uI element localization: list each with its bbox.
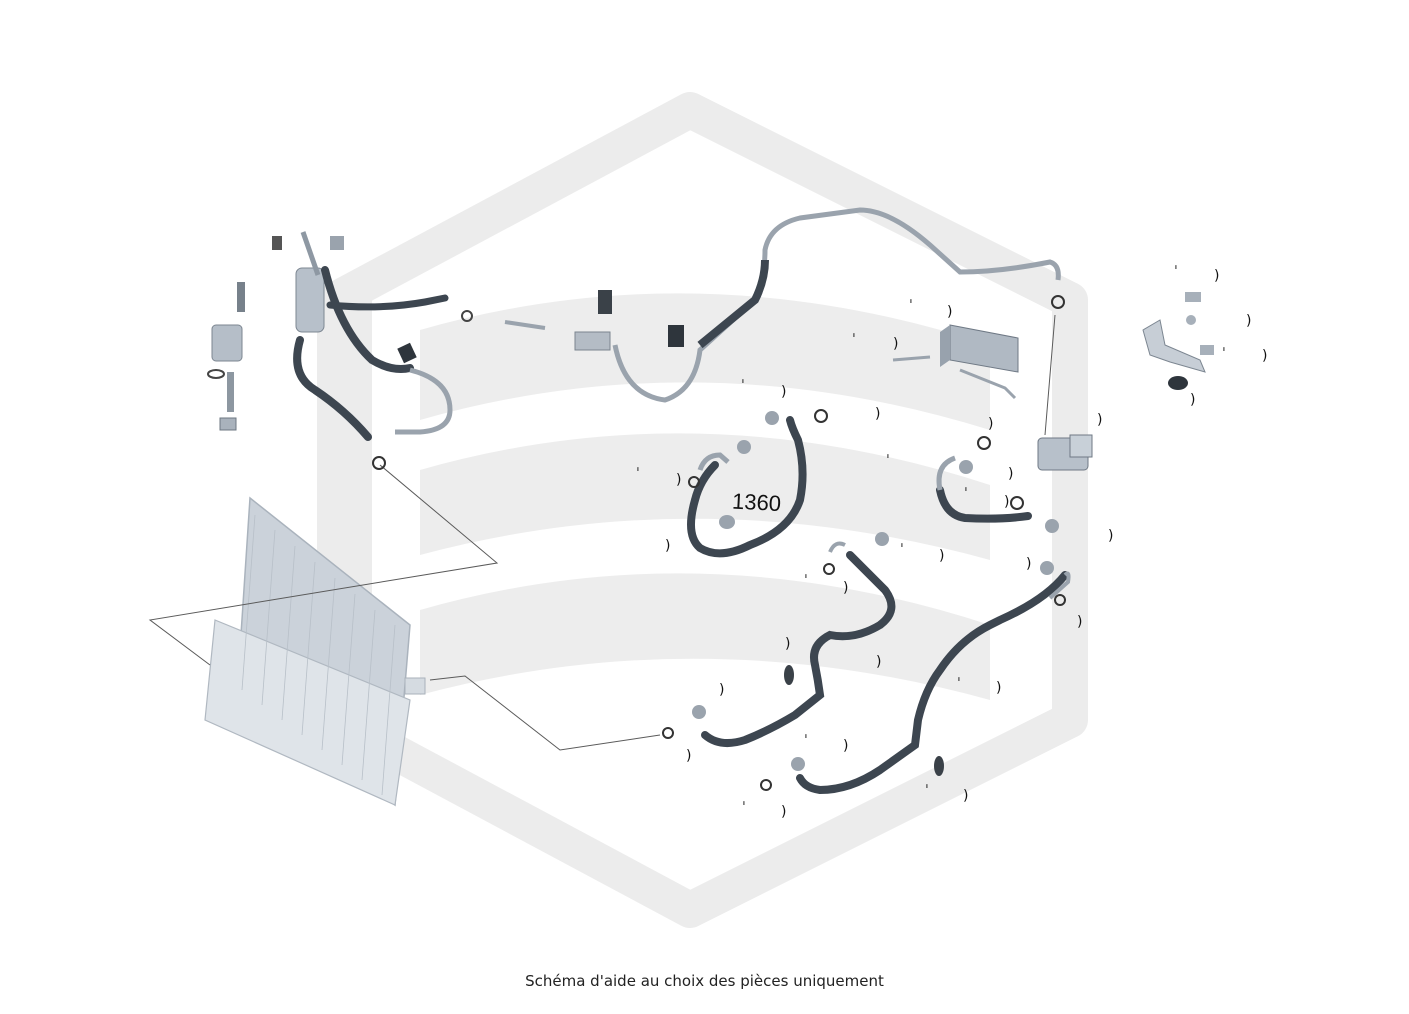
svg-text:): ) [1097,412,1102,428]
svg-text:): ) [963,788,968,804]
lower-left-hose [662,532,896,748]
svg-text:): ) [988,416,993,432]
svg-text:): ) [1004,494,1009,510]
oil-cooler [892,324,1019,400]
svg-text:): ) [1246,313,1251,329]
reference-marks: ˈ) ˈ) ˈ) )ˈ) ˈ) )) )) ˈ) ˈ) ˈ) )) ˈ) )ˈ … [636,264,1267,820]
svg-text:ˈ: ˈ [852,332,856,348]
svg-text:ˈ: ˈ [804,573,808,589]
svg-text:): ) [893,336,898,352]
svg-text:ˈ: ˈ [742,800,746,816]
svg-text:): ) [876,654,881,670]
svg-text:): ) [665,538,670,554]
svg-text:): ) [1108,528,1113,544]
svg-text:): ) [1026,556,1031,572]
bracket-bolts [207,282,386,470]
svg-text:): ) [996,680,1001,696]
accumulator-assembly [272,231,473,441]
svg-text:): ) [1077,614,1082,630]
svg-text:): ) [947,304,952,320]
svg-text:ˈ: ˈ [957,676,961,692]
svg-text:ˈ: ˈ [804,733,808,749]
svg-text:): ) [686,748,691,764]
svg-text:): ) [676,472,681,488]
upper-pipe [504,207,1065,403]
svg-text:ˈ: ˈ [964,486,968,502]
svg-text:): ) [781,384,786,400]
watermark-logo [317,92,1088,928]
svg-text:ˈ: ˈ [741,378,745,394]
right-bracket [1142,292,1214,390]
callout-label: 1360 [732,489,782,517]
svg-text:): ) [843,580,848,596]
condenser [204,496,426,807]
svg-text:ˈ: ˈ [900,542,904,558]
svg-text:): ) [781,804,786,820]
svg-text:ˈ: ˈ [1222,346,1226,362]
leader-lines [148,314,1056,751]
svg-text:ˈ: ˈ [925,783,929,799]
svg-text:): ) [1262,348,1267,364]
lower-right-hose [760,561,1071,795]
svg-text:ˈ: ˈ [886,453,890,469]
svg-text:): ) [785,636,790,652]
svg-text:): ) [843,738,848,754]
svg-text:): ) [719,682,724,698]
hose-1360 [687,409,828,558]
svg-text:): ) [1008,466,1013,482]
svg-text:): ) [939,548,944,564]
svg-text:): ) [875,406,880,422]
svg-text:): ) [1190,392,1195,408]
diagram-caption: Schéma d'aide au choix des pièces unique… [525,972,884,990]
svg-text:): ) [1214,268,1219,284]
svg-text:ˈ: ˈ [636,466,640,482]
compressor-valve [1037,434,1093,471]
right-hose [936,436,1059,533]
svg-text:ˈ: ˈ [1174,264,1178,280]
svg-text:ˈ: ˈ [909,298,913,314]
